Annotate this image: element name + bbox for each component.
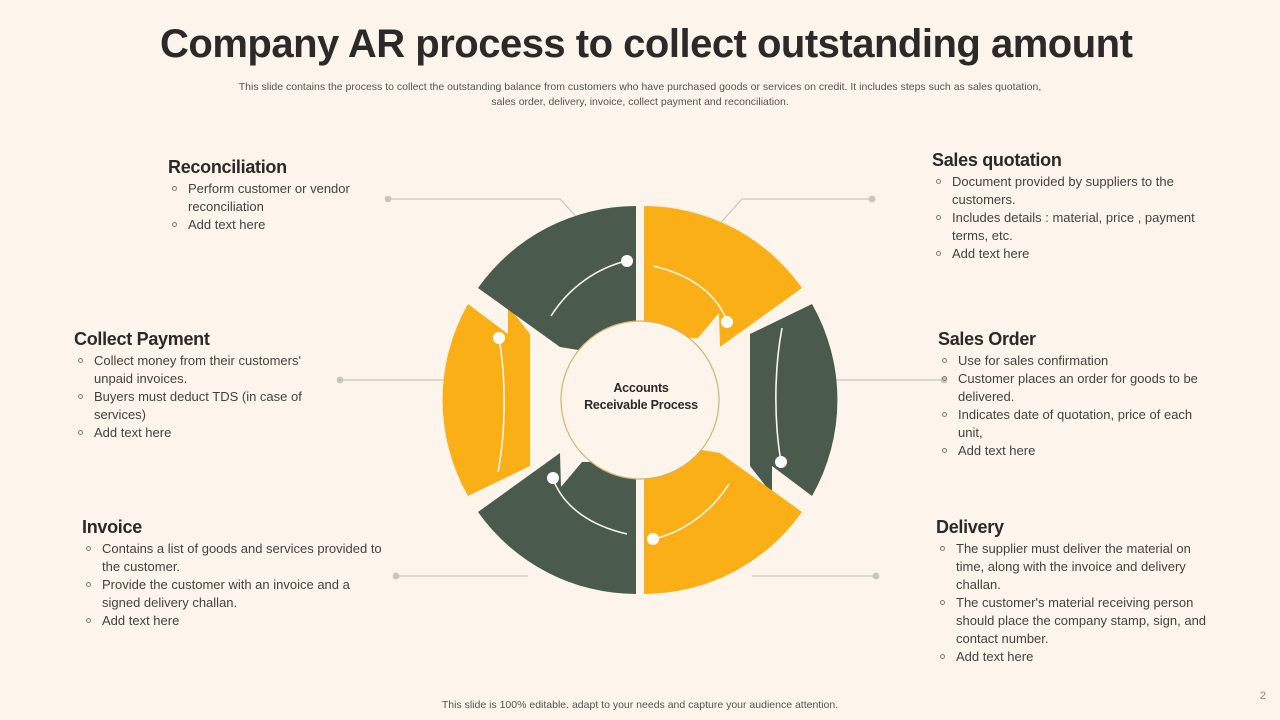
list-item: Buyers must deduct TDS (in case of servi…	[74, 388, 339, 424]
block-invoice: Invoice Contains a list of goods and ser…	[82, 517, 382, 630]
block-list-delivery: The supplier must deliver the material o…	[936, 540, 1208, 666]
list-item: Add text here	[936, 648, 1208, 666]
list-item: Customer places an order for goods to be…	[938, 370, 1203, 406]
block-list-collect-payment: Collect money from their customers' unpa…	[74, 352, 339, 442]
list-item: Includes details : material, price , pay…	[932, 209, 1212, 245]
block-heading-sales-quotation: Sales quotation	[932, 150, 1062, 170]
block-reconciliation: Reconciliation Perform customer or vendo…	[168, 157, 358, 234]
list-item: Indicates date of quotation, price of ea…	[938, 406, 1203, 442]
wheel-segment-collect-payment[interactable]	[442, 304, 530, 496]
wheel-node-delivery	[647, 533, 659, 545]
list-item: Add text here	[74, 424, 339, 442]
block-collect-payment: Collect Payment Collect money from their…	[74, 329, 339, 442]
wheel-segment-reconciliation[interactable]	[478, 206, 636, 358]
wheel-node-reconciliation	[621, 255, 633, 267]
connector-dot-sales-quotation	[868, 195, 876, 203]
list-item: Add text here	[932, 245, 1212, 263]
block-list-sales-quotation: Document provided by suppliers to the cu…	[932, 173, 1212, 263]
list-item: The customer's material receiving person…	[936, 594, 1208, 648]
connector-dot-reconciliation	[384, 195, 392, 203]
list-item: Provide the customer with an invoice and…	[82, 576, 382, 612]
connector-dot-invoice	[392, 572, 400, 580]
list-item: Add text here	[82, 612, 382, 630]
wheel-segment-invoice[interactable]	[478, 453, 636, 594]
wheel-node-collect-payment	[493, 332, 505, 344]
wheel-segment-sales-quotation[interactable]	[644, 206, 802, 347]
block-heading-reconciliation: Reconciliation	[168, 157, 287, 177]
block-list-reconciliation: Perform customer or vendor reconciliatio…	[168, 180, 358, 234]
block-list-invoice: Contains a list of goods and services pr…	[82, 540, 382, 630]
block-delivery: Delivery The supplier must deliver the m…	[936, 517, 1208, 666]
wheel-segment-delivery[interactable]	[644, 442, 802, 594]
page-title: Company AR process to collect outstandin…	[160, 22, 1133, 66]
block-heading-collect-payment: Collect Payment	[74, 329, 210, 349]
list-item: Use for sales confirmation	[938, 352, 1203, 370]
connector-dot-delivery	[872, 572, 880, 580]
wheel-node-invoice	[547, 472, 559, 484]
list-item: Contains a list of goods and services pr…	[82, 540, 382, 576]
block-heading-sales-order: Sales Order	[938, 329, 1036, 349]
list-item: Collect money from their customers' unpa…	[74, 352, 339, 388]
slide-subtitle: This slide contains the process to colle…	[238, 81, 1042, 109]
page-number: 2	[1259, 690, 1266, 702]
ar-process-wheel	[442, 206, 838, 594]
list-item: Perform customer or vendor reconciliatio…	[168, 180, 358, 216]
list-item: Add text here	[168, 216, 358, 234]
list-item: Document provided by suppliers to the cu…	[932, 173, 1212, 209]
block-heading-delivery: Delivery	[936, 517, 1004, 537]
footer-note: This slide is 100% editable. adapt to yo…	[441, 699, 839, 711]
wheel-segment-sales-order[interactable]	[750, 304, 838, 496]
wheel-node-sales-order	[775, 456, 787, 468]
block-sales-quotation: Sales quotation Document provided by sup…	[932, 150, 1212, 263]
list-item: The supplier must deliver the material o…	[936, 540, 1208, 594]
wheel-center-hub	[560, 320, 720, 480]
list-item: Add text here	[938, 442, 1203, 460]
block-heading-invoice: Invoice	[82, 517, 142, 537]
wheel-node-sales-quotation	[721, 316, 733, 328]
block-list-sales-order: Use for sales confirmation Customer plac…	[938, 352, 1203, 460]
block-sales-order: Sales Order Use for sales confirmation C…	[938, 329, 1203, 460]
